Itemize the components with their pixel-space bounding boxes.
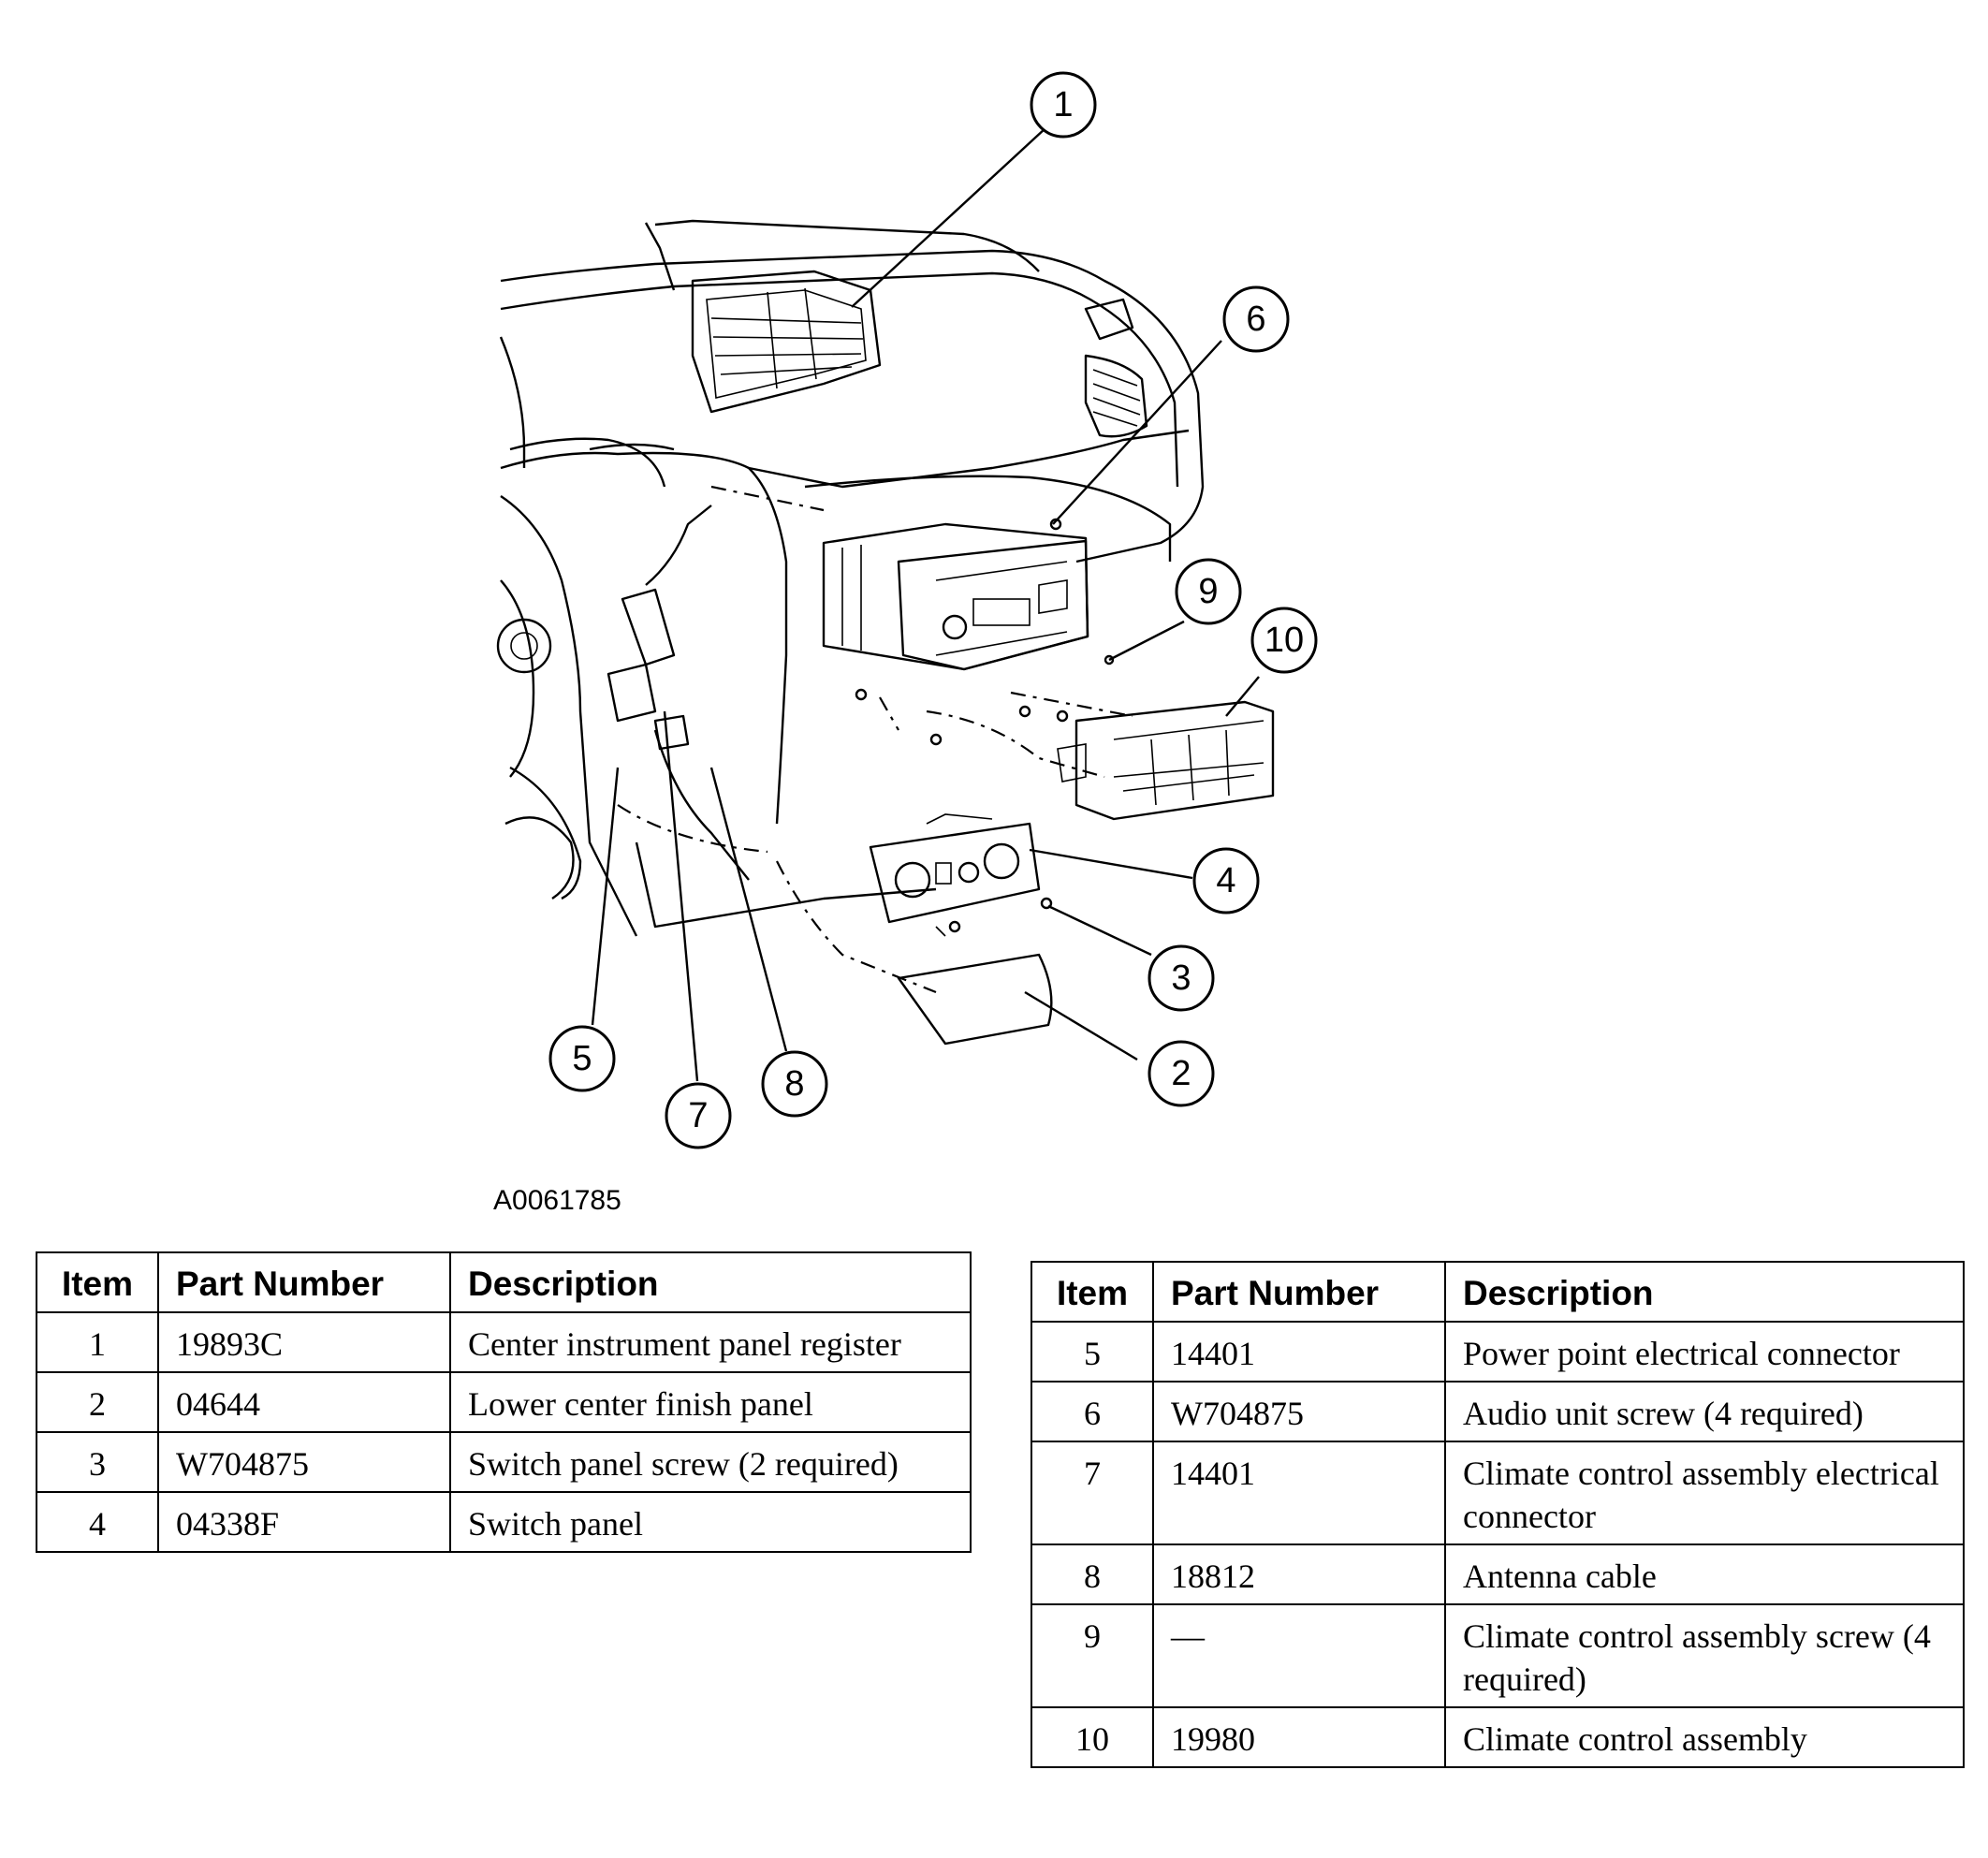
cell-description: Climate control assembly bbox=[1444, 1706, 1965, 1768]
cell-part-number: 19980 bbox=[1152, 1706, 1446, 1768]
svg-text:8: 8 bbox=[784, 1064, 804, 1104]
table-row: 6 W704875 Audio unit screw (4 required) bbox=[1031, 1381, 1965, 1442]
cell-item: 4 bbox=[36, 1491, 159, 1553]
callout-9: 9 bbox=[1175, 558, 1242, 625]
header-description: Description bbox=[1444, 1261, 1965, 1323]
cell-part-number: — bbox=[1152, 1603, 1446, 1708]
callout-4: 4 bbox=[1192, 847, 1260, 914]
cell-part-number: 14401 bbox=[1152, 1441, 1446, 1545]
table-header-row: Item Part Number Description bbox=[36, 1251, 972, 1313]
table-row: 4 04338F Switch panel bbox=[36, 1491, 972, 1553]
table-row: 1 19893C Center instrument panel registe… bbox=[36, 1311, 972, 1373]
cell-description: Lower center finish panel bbox=[449, 1371, 972, 1433]
table-header-row: Item Part Number Description bbox=[1031, 1261, 1965, 1323]
cell-item: 9 bbox=[1031, 1603, 1154, 1708]
cell-item: 3 bbox=[36, 1431, 159, 1493]
svg-text:7: 7 bbox=[688, 1096, 708, 1135]
cell-part-number: 19893C bbox=[157, 1311, 451, 1373]
figure-id: A0061785 bbox=[493, 1185, 621, 1216]
svg-text:2: 2 bbox=[1171, 1054, 1191, 1093]
table-row: 10 19980 Climate control assembly bbox=[1031, 1706, 1965, 1768]
cell-item: 1 bbox=[36, 1311, 159, 1373]
header-item: Item bbox=[36, 1251, 159, 1313]
svg-text:3: 3 bbox=[1171, 958, 1191, 998]
cell-description: Switch panel screw (2 required) bbox=[449, 1431, 972, 1493]
callout-7: 7 bbox=[665, 1082, 732, 1149]
table-row: 3 W704875 Switch panel screw (2 required… bbox=[36, 1431, 972, 1493]
cell-item: 10 bbox=[1031, 1706, 1154, 1768]
callout-6: 6 bbox=[1222, 285, 1290, 353]
table-row: 2 04644 Lower center finish panel bbox=[36, 1371, 972, 1433]
cell-part-number: 18812 bbox=[1152, 1543, 1446, 1605]
callout-5: 5 bbox=[548, 1025, 616, 1092]
table-row: 7 14401 Climate control assembly electri… bbox=[1031, 1441, 1965, 1545]
header-item: Item bbox=[1031, 1261, 1154, 1323]
cell-description: Center instrument panel register bbox=[449, 1311, 972, 1373]
svg-text:6: 6 bbox=[1246, 300, 1265, 339]
parts-table-right: Item Part Number Description 5 14401 Pow… bbox=[1031, 1261, 1965, 1768]
cell-description: Power point electrical connector bbox=[1444, 1321, 1965, 1383]
cell-part-number: 14401 bbox=[1152, 1321, 1446, 1383]
cell-description: Antenna cable bbox=[1444, 1543, 1965, 1605]
cell-part-number: 04338F bbox=[157, 1491, 451, 1553]
parts-table-left: Item Part Number Description 1 19893C Ce… bbox=[36, 1251, 972, 1553]
cell-description: Audio unit screw (4 required) bbox=[1444, 1381, 1965, 1442]
callout-8: 8 bbox=[761, 1050, 828, 1118]
leader-lines bbox=[591, 127, 1260, 1082]
cell-item: 7 bbox=[1031, 1441, 1154, 1545]
table-row: 5 14401 Power point electrical connector bbox=[1031, 1321, 1965, 1383]
header-part-number: Part Number bbox=[1152, 1261, 1446, 1323]
table-row: 9 — Climate control assembly screw (4 re… bbox=[1031, 1603, 1965, 1708]
cell-description: Switch panel bbox=[449, 1491, 972, 1553]
cell-part-number: 04644 bbox=[157, 1371, 451, 1433]
cell-description: Climate control assembly screw (4 requir… bbox=[1444, 1603, 1965, 1708]
cell-item: 2 bbox=[36, 1371, 159, 1433]
svg-text:9: 9 bbox=[1198, 572, 1218, 611]
callout-1: 1 bbox=[1030, 71, 1097, 139]
cell-item: 6 bbox=[1031, 1381, 1154, 1442]
table-row: 8 18812 Antenna cable bbox=[1031, 1543, 1965, 1605]
cell-description: Climate control assembly electrical conn… bbox=[1444, 1441, 1965, 1545]
cell-item: 5 bbox=[1031, 1321, 1154, 1383]
exploded-view-diagram: 1 2 3 4 5 6 7 8 9 10 bbox=[496, 71, 1318, 1149]
callout-10: 10 bbox=[1250, 607, 1318, 674]
cell-item: 8 bbox=[1031, 1543, 1154, 1605]
svg-text:1: 1 bbox=[1053, 85, 1073, 124]
svg-text:4: 4 bbox=[1216, 861, 1235, 900]
callout-3: 3 bbox=[1147, 944, 1215, 1012]
svg-text:5: 5 bbox=[572, 1039, 592, 1078]
header-description: Description bbox=[449, 1251, 972, 1313]
cell-part-number: W704875 bbox=[1152, 1381, 1446, 1442]
svg-text:10: 10 bbox=[1264, 621, 1304, 660]
header-part-number: Part Number bbox=[157, 1251, 451, 1313]
instrument-panel-drawing bbox=[496, 219, 1275, 1046]
cell-part-number: W704875 bbox=[157, 1431, 451, 1493]
callout-2: 2 bbox=[1147, 1040, 1215, 1107]
